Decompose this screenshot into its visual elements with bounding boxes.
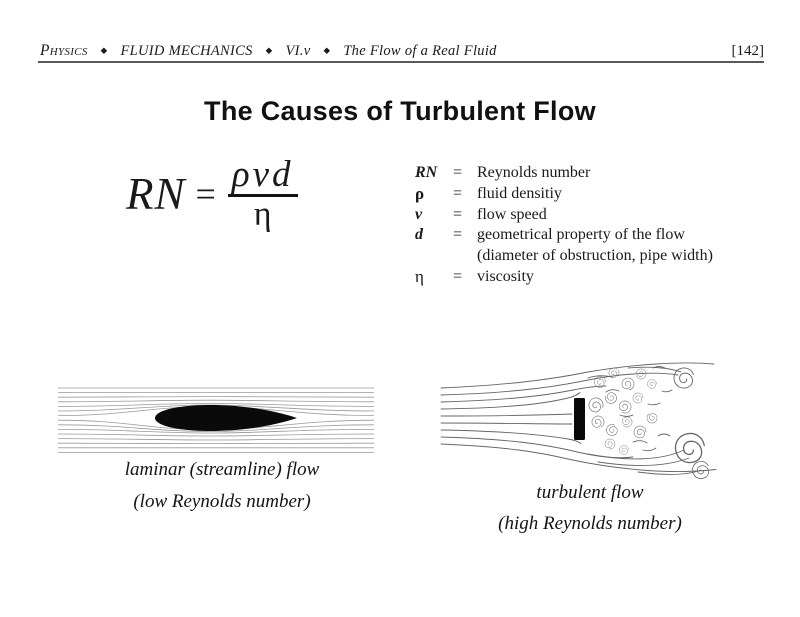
vortex-spiral: [604, 422, 620, 438]
streamline: [440, 422, 573, 425]
wake-line: [587, 449, 685, 460]
vortex-spiral: [606, 365, 622, 381]
laminar-caption-line2: (low Reynolds number): [133, 491, 311, 512]
streamline: [57, 424, 375, 432]
vortex-spiral: [603, 437, 617, 451]
legend-equals: [453, 246, 477, 267]
laminar-streamlines: [57, 387, 375, 453]
formula-fraction: ρvd η: [227, 154, 298, 233]
obstruction-bar: [574, 398, 585, 440]
legend-equals: =: [453, 164, 463, 181]
streamline: [57, 399, 375, 403]
turbulent-caption-line2: (high Reynolds number): [498, 513, 682, 534]
fraction-bar: [227, 194, 298, 197]
vortex-spiral-large: [672, 430, 708, 466]
turbulent-caption-line1: turbulent flow: [536, 482, 644, 503]
page-title: The Causes of Turbulent Flow: [204, 96, 596, 126]
eddy-squiggle: [605, 389, 620, 393]
vortex-spiral: [632, 392, 644, 404]
page-number: [142]: [731, 43, 765, 59]
page-header: Physics ◆ FLUID MECHANICS ◆ VI.v ◆ The Flow of…: [40, 42, 764, 60]
formula-equals: =: [195, 174, 216, 215]
formula-denominator: η: [253, 195, 272, 233]
formula-lhs: RN: [126, 169, 186, 220]
vortex-spiral: [619, 445, 629, 455]
eddy-squiggle: [647, 402, 661, 406]
streamline: [57, 438, 375, 441]
streamline: [440, 392, 581, 410]
legend-description: (diameter of obstruction, pipe width): [477, 247, 713, 265]
reynolds-number-formula: RN = ρvd η: [126, 156, 298, 232]
legend-symbol: η: [415, 266, 424, 286]
eddy-squiggle: [632, 440, 648, 444]
legend-symbol: d: [415, 226, 423, 244]
eddy-squiggle: [652, 366, 666, 369]
header-chapter: The Flow of a Real Fluid: [343, 43, 497, 59]
legend-description: geometrical property of the flow: [477, 226, 685, 244]
vortex-spiral: [633, 425, 647, 439]
legend-symbol: v: [415, 205, 423, 223]
legend-description: viscosity: [477, 267, 534, 285]
legend-equals: =: [453, 205, 463, 223]
header-section: VI.v: [285, 43, 311, 59]
formula-numerator: ρvd: [231, 154, 294, 195]
eddy-squiggle: [661, 389, 673, 393]
legend-equals: =: [453, 226, 463, 244]
diamond-separator-icon: ◆: [323, 45, 331, 55]
legend-symbol: ρ: [415, 183, 425, 203]
diamond-separator-icon: ◆: [265, 45, 273, 55]
legend-equals: =: [453, 267, 463, 285]
vortex-spiral: [603, 390, 619, 406]
streamline: [57, 396, 375, 398]
streamline: [440, 443, 717, 472]
eddy-squiggle: [619, 414, 634, 417]
eddy-squiggle: [642, 447, 657, 452]
turbulent-flow-diagram: [440, 362, 717, 483]
eddy-squiggle: [657, 433, 671, 437]
legend-symbol: [415, 246, 453, 267]
streamline: [440, 372, 679, 396]
header-course: FLUID MECHANICS: [120, 43, 253, 59]
turbulent-flow-figure: [438, 358, 778, 483]
vortex-spiral: [620, 376, 636, 392]
streamline: [440, 385, 607, 403]
vortex-spiral: [647, 379, 657, 389]
laminar-flow-diagram: [57, 387, 375, 453]
header-breadcrumb: Physics ◆ FLUID MECHANICS ◆ VI.v ◆ The Flow of…: [40, 42, 497, 60]
vortex-spiral: [619, 414, 635, 430]
vortex-spiral-large: [670, 364, 698, 392]
laminar-caption-line1: laminar (streamline) flow: [124, 459, 320, 480]
streamline: [57, 403, 375, 407]
symbol-legend: RN = Reynolds number ρ = fluid densitiy …: [415, 163, 713, 288]
streamline: [57, 404, 375, 412]
streamline: [57, 429, 375, 434]
legend-description: Reynolds number: [477, 164, 591, 181]
vortex-spiral: [644, 410, 660, 426]
vortex-spiral: [616, 398, 634, 416]
streamline: [440, 362, 715, 389]
legend-description: fluid densitiy: [477, 184, 562, 202]
header-subject: Physics: [40, 42, 88, 59]
wake-line: [627, 366, 682, 373]
streamline: [440, 436, 634, 459]
vortex-spiral: [586, 395, 606, 415]
diamond-separator-icon: ◆: [100, 45, 108, 55]
vortex-spiral: [589, 413, 607, 431]
streamline: [440, 429, 582, 444]
legend-equals: =: [453, 184, 463, 202]
streamline: [440, 413, 573, 417]
wake-line: [587, 375, 613, 379]
legend-symbol: RN: [415, 164, 438, 181]
airfoil-shape: [155, 405, 297, 431]
header-rule: [38, 61, 764, 63]
legend-description: flow speed: [477, 205, 547, 223]
laminar-flow-figure: [56, 384, 388, 456]
streamline: [57, 433, 375, 437]
